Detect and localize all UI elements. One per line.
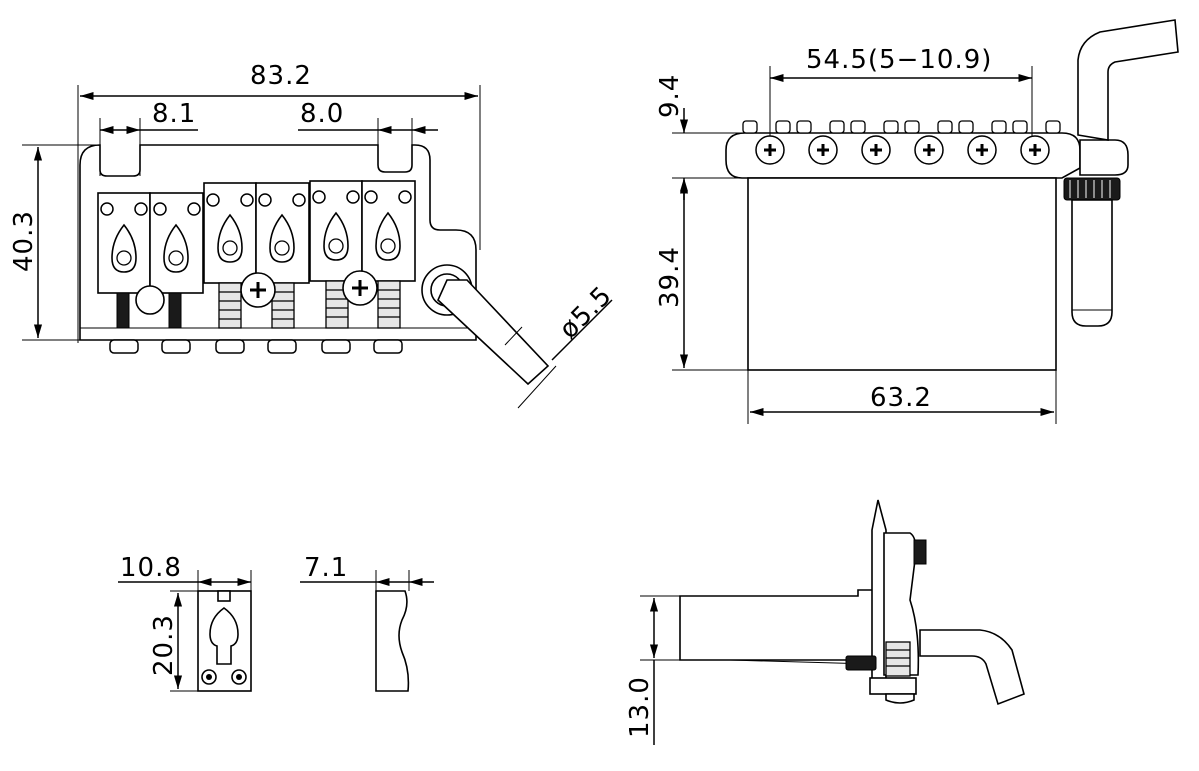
dim-saddle-height: 20.3 <box>149 614 179 676</box>
top-view: 54.5(5−10.9) 9.4 39.4 63.2 <box>655 19 1179 424</box>
front-springs <box>116 270 401 329</box>
top-sustain-block <box>747 177 1057 371</box>
dim-arm-diameter: ø5.5 <box>554 280 619 345</box>
front-view: 83.2 8.1 8.0 40.3 ø5.5 <box>9 61 619 409</box>
front-bottom-screws <box>109 339 403 354</box>
front-dimensions <box>22 85 613 409</box>
front-saddles <box>97 180 416 294</box>
dim-front-height: 40.3 <box>9 210 39 272</box>
saddle-front-detail <box>118 570 252 692</box>
dim-saddle-width: 10.8 <box>120 553 182 583</box>
top-dimensions <box>672 66 1057 424</box>
dim-top-spacing: 54.5(5−10.9) <box>806 45 992 75</box>
dim-top-plate-thickness: 9.4 <box>655 74 685 118</box>
dim-front-right-slot: 8.0 <box>300 99 344 129</box>
side-view <box>640 499 1025 745</box>
dim-top-block-width: 63.2 <box>870 383 932 413</box>
dim-top-block-depth: 39.4 <box>655 246 685 308</box>
saddle-side-detail <box>300 570 434 692</box>
dim-front-left-slot: 8.1 <box>152 99 196 129</box>
dim-front-width: 83.2 <box>250 61 312 91</box>
front-arm <box>421 264 550 386</box>
dim-saddle-side-width: 7.1 <box>304 553 348 583</box>
dim-side-block-height: 13.0 <box>625 676 655 738</box>
